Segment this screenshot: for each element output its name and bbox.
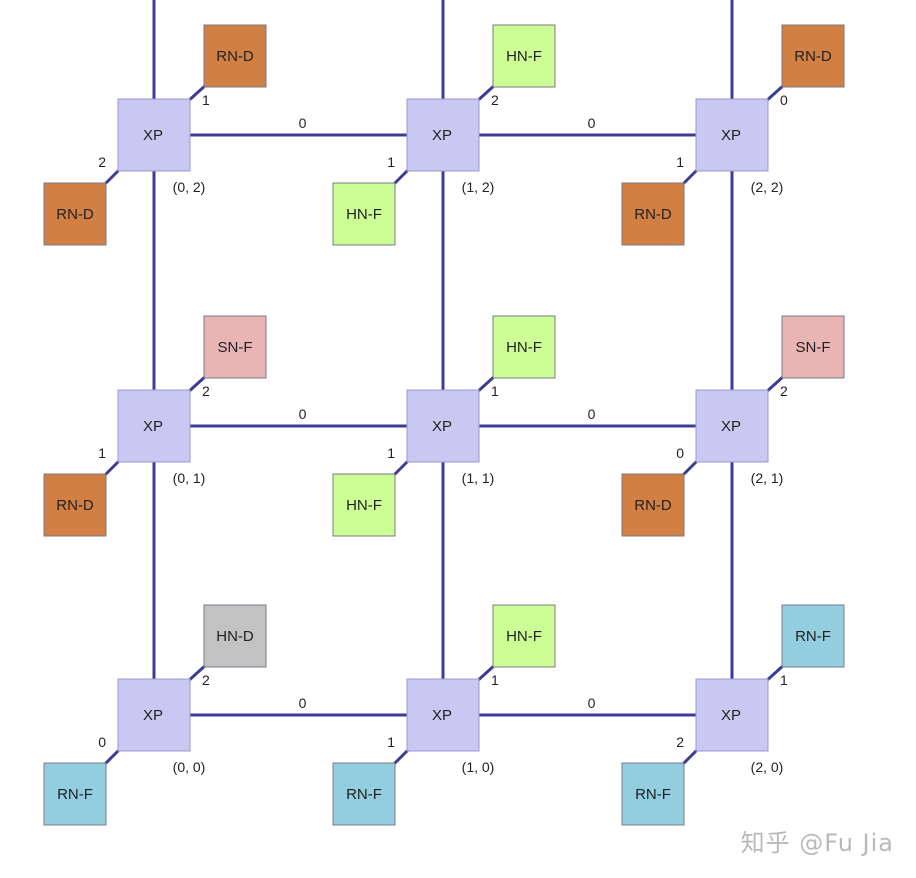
- device-label: RN-F: [635, 786, 671, 803]
- device-node-rn-d: [621, 182, 685, 246]
- device-node-rn-f: [332, 762, 396, 826]
- device-node-rn-d: [43, 473, 107, 537]
- device-node-rn-f: [43, 762, 107, 826]
- crosspoint-label: XP: [721, 127, 741, 144]
- device-node-hn-f: [332, 473, 396, 537]
- crosspoint-xp: [117, 678, 191, 752]
- crosspoint-xp: [695, 678, 769, 752]
- device-label: RN-D: [634, 206, 672, 223]
- device-label: SN-F: [796, 339, 831, 356]
- crosspoint-coordinate: (0, 2): [173, 179, 206, 195]
- device-label: SN-F: [218, 339, 253, 356]
- crosspoint-label: XP: [432, 127, 452, 144]
- device-label: RN-F: [57, 786, 93, 803]
- link-port-label: 0: [588, 115, 596, 131]
- device-label: RN-D: [794, 48, 832, 65]
- port-number-label: 0: [780, 92, 788, 108]
- crosspoint-coordinate: (2, 2): [751, 179, 784, 195]
- port-number-label: 1: [98, 445, 106, 461]
- crosspoint-label: XP: [143, 127, 163, 144]
- link-port-label: 0: [299, 115, 307, 131]
- crosspoint-xp: [695, 98, 769, 172]
- device-label: RN-F: [795, 628, 831, 645]
- link-port-label: 0: [588, 406, 596, 422]
- device-label: RN-F: [346, 786, 382, 803]
- device-label: HN-D: [216, 628, 254, 645]
- port-number-label: 2: [98, 154, 106, 170]
- port-number-label: 1: [387, 734, 395, 750]
- device-node-hn-d: [203, 604, 267, 668]
- port-number-label: 1: [780, 672, 788, 688]
- crosspoint-label: XP: [143, 418, 163, 435]
- device-node-sn-f: [203, 315, 267, 379]
- link-port-label: 0: [299, 695, 307, 711]
- port-number-label: 1: [387, 445, 395, 461]
- device-label: RN-D: [56, 497, 94, 514]
- port-number-label: 1: [491, 383, 499, 399]
- crosspoint-xp: [406, 678, 480, 752]
- device-node-rn-d: [43, 182, 107, 246]
- crosspoint-label: XP: [721, 418, 741, 435]
- crosspoint-coordinate: (2, 0): [751, 759, 784, 775]
- crosspoint-coordinate: (0, 0): [173, 759, 206, 775]
- port-number-label: 2: [676, 734, 684, 750]
- device-label: HN-F: [346, 206, 382, 223]
- crosspoint-label: XP: [432, 418, 452, 435]
- device-label: RN-D: [634, 497, 672, 514]
- device-node-rn-d: [621, 473, 685, 537]
- crosspoint-coordinate: (2, 1): [751, 470, 784, 486]
- port-number-label: 2: [202, 672, 210, 688]
- device-label: HN-F: [506, 48, 542, 65]
- crosspoint-xp: [117, 389, 191, 463]
- port-number-label: 1: [491, 672, 499, 688]
- port-number-label: 1: [676, 154, 684, 170]
- port-number-label: 2: [202, 383, 210, 399]
- crosspoint-label: XP: [432, 707, 452, 724]
- crosspoint-xp: [406, 98, 480, 172]
- device-node-rn-d: [203, 24, 267, 88]
- port-number-label: 0: [98, 734, 106, 750]
- device-node-hn-f: [492, 24, 556, 88]
- port-number-label: 2: [491, 92, 499, 108]
- crosspoint-xp: [117, 98, 191, 172]
- device-node-hn-f: [332, 182, 396, 246]
- device-label: HN-F: [506, 339, 542, 356]
- crosspoint-coordinate: (1, 1): [462, 470, 495, 486]
- link-port-label: 0: [299, 406, 307, 422]
- crosspoint-xp: [406, 389, 480, 463]
- device-label: RN-D: [216, 48, 254, 65]
- port-number-label: 0: [676, 445, 684, 461]
- crosspoint-label: XP: [721, 707, 741, 724]
- device-label: HN-F: [346, 497, 382, 514]
- port-number-label: 2: [780, 383, 788, 399]
- device-label: RN-D: [56, 206, 94, 223]
- crosspoint-label: XP: [143, 707, 163, 724]
- link-port-label: 0: [588, 695, 596, 711]
- device-node-rn-f: [781, 604, 845, 668]
- watermark: 知乎 @Fu Jia: [740, 829, 894, 857]
- crosspoint-xp: [695, 389, 769, 463]
- crosspoint-coordinate: (1, 2): [462, 179, 495, 195]
- crosspoint-coordinate: (0, 1): [173, 470, 206, 486]
- port-number-label: 1: [202, 92, 210, 108]
- device-label: HN-F: [506, 628, 542, 645]
- device-node-rn-d: [781, 24, 845, 88]
- crosspoint-coordinate: (1, 0): [462, 759, 495, 775]
- device-node-hn-f: [492, 604, 556, 668]
- device-node-sn-f: [781, 315, 845, 379]
- device-node-hn-f: [492, 315, 556, 379]
- port-number-label: 1: [387, 154, 395, 170]
- device-node-rn-f: [621, 762, 685, 826]
- mesh-nodes: [43, 24, 845, 826]
